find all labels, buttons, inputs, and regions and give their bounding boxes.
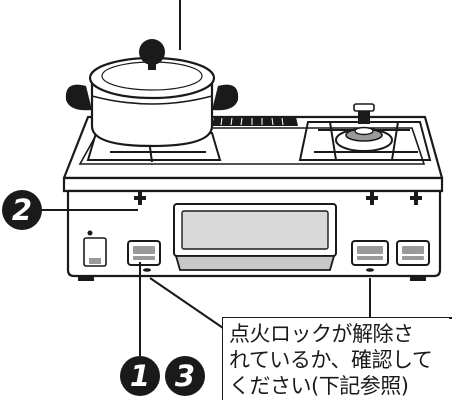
right-burner xyxy=(298,103,432,161)
knob-indicator-left xyxy=(143,268,151,272)
step-1-badge: 1 xyxy=(120,356,160,396)
ignition-lock-callout: 点火ロックが解除さ れているか、確認して ください(下記参照) xyxy=(223,318,449,400)
callout-line-2: れているか、確認して xyxy=(229,348,433,372)
indicator-dot xyxy=(87,230,93,236)
step-2-badge: 2 xyxy=(2,190,42,230)
lever-right-2 xyxy=(410,191,422,205)
grill-handle xyxy=(174,255,336,271)
battery-latch xyxy=(89,258,101,264)
left-control-knob xyxy=(127,240,161,266)
callout-pointer-left xyxy=(149,277,227,331)
step-3-badge: 3 xyxy=(165,356,205,396)
stove-foot-left xyxy=(78,276,94,281)
grill-door-glass xyxy=(181,210,329,250)
right-control-knob xyxy=(396,240,430,266)
knob-indicator-right xyxy=(366,268,374,272)
stove-front-edge xyxy=(62,176,444,193)
stove-foot-right xyxy=(410,276,426,281)
lever-left xyxy=(134,191,146,205)
callout-line-1: 点火ロックが解除さ xyxy=(229,322,414,346)
lever-right-1 xyxy=(366,191,378,205)
grill-vent xyxy=(212,117,298,126)
pot-with-lid-icon xyxy=(65,39,239,148)
callout-line-3: ください(下記参照) xyxy=(229,374,409,398)
center-right-control-knob xyxy=(351,240,389,266)
